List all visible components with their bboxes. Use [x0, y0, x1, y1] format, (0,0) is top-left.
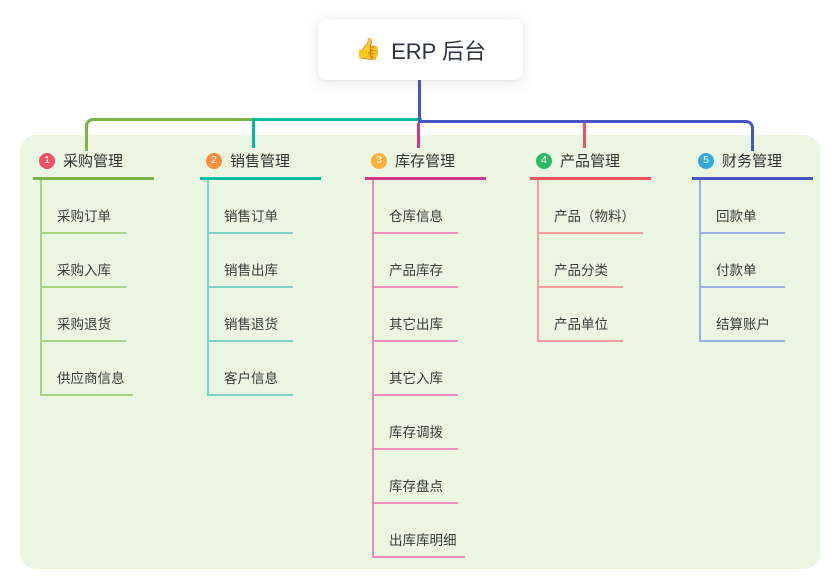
child-label: 供应商信息 — [57, 371, 125, 386]
child-node[interactable]: 库存调拨 — [372, 396, 458, 450]
branch-column: 2 销售管理销售订单销售出库销售退货客户信息 — [200, 148, 321, 396]
child-node[interactable]: 仓库信息 — [372, 180, 458, 234]
child-label: 付款单 — [716, 263, 757, 278]
child-label: 结算账户 — [716, 317, 770, 332]
branch-column: 1 采购管理采购订单采购入库采购退货供应商信息 — [33, 148, 154, 396]
branch-node[interactable]: 5 财务管理 — [692, 148, 813, 180]
branch-2-drop-line — [252, 121, 255, 148]
child-label: 销售出库 — [224, 263, 278, 278]
branch-children: 采购订单采购入库采购退货供应商信息 — [40, 180, 154, 396]
root-connector-line — [418, 79, 421, 123]
branch-children: 仓库信息产品库存其它出库其它入库库存调拨库存盘点出库库明细 — [372, 180, 486, 558]
child-node[interactable]: 采购订单 — [40, 180, 126, 234]
child-label: 库存调拨 — [389, 425, 443, 440]
branch-4-drop-line — [583, 123, 586, 148]
child-label: 出库库明细 — [389, 533, 457, 548]
branch-number-badge: 2 — [206, 152, 222, 169]
root-node[interactable]: 👍 ERP 后台 — [318, 19, 523, 80]
child-node[interactable]: 销售出库 — [207, 234, 293, 288]
child-node[interactable]: 销售订单 — [207, 180, 293, 234]
child-node[interactable]: 采购入库 — [40, 234, 126, 288]
child-trunk-line — [40, 180, 42, 396]
branch-label: 库存管理 — [395, 153, 456, 170]
child-label: 销售退货 — [224, 317, 278, 332]
branch-2-connector-line — [252, 118, 419, 121]
branch-children: 产品（物料） 产品分类产品单位 — [537, 180, 651, 342]
branch-3-drop-line — [417, 123, 420, 148]
child-trunk-line — [537, 180, 539, 342]
child-label: 产品（物料） — [554, 209, 635, 224]
child-label: 其它入库 — [389, 371, 443, 386]
child-node[interactable]: 产品库存 — [372, 234, 458, 288]
branch-node[interactable]: 3 库存管理 — [365, 148, 486, 180]
child-node[interactable]: 产品单位 — [537, 288, 623, 342]
child-label: 产品分类 — [554, 263, 608, 278]
branch-number-badge: 3 — [371, 152, 387, 169]
branch-label: 财务管理 — [722, 153, 783, 170]
child-label: 库存盘点 — [389, 479, 443, 494]
child-label: 产品库存 — [389, 263, 443, 278]
child-node[interactable]: 产品分类 — [537, 234, 623, 288]
child-label: 销售订单 — [224, 209, 278, 224]
branch-5-connector-line — [419, 120, 754, 151]
branch-column: 4 产品管理产品（物料） 产品分类产品单位 — [530, 148, 651, 342]
root-label: ERP 后台 — [391, 38, 487, 64]
child-label: 其它出库 — [389, 317, 443, 332]
child-node[interactable]: 产品（物料） — [537, 180, 643, 234]
thumbs-up-icon: 👍 — [354, 38, 382, 61]
child-node[interactable]: 其它出库 — [372, 288, 458, 342]
branch-number-badge: 4 — [536, 152, 552, 169]
branch-number-badge: 5 — [698, 152, 714, 169]
child-label: 客户信息 — [224, 371, 278, 386]
child-label: 仓库信息 — [389, 209, 443, 224]
child-label: 回款单 — [716, 209, 757, 224]
branch-node[interactable]: 4 产品管理 — [530, 148, 651, 180]
child-node[interactable]: 其它入库 — [372, 342, 458, 396]
branch-label: 产品管理 — [560, 153, 621, 170]
child-trunk-line — [372, 180, 374, 558]
branch-number-badge: 1 — [39, 152, 55, 169]
child-node[interactable]: 客户信息 — [207, 342, 293, 396]
branch-children: 回款单付款单结算账户 — [699, 180, 813, 342]
branch-column: 3 库存管理仓库信息产品库存其它出库其它入库库存调拨库存盘点出库库明细 — [365, 148, 486, 558]
branch-column: 5 财务管理回款单付款单结算账户 — [692, 148, 813, 342]
child-trunk-line — [207, 180, 209, 396]
child-node[interactable]: 供应商信息 — [40, 342, 133, 396]
branch-label: 销售管理 — [230, 153, 291, 170]
child-label: 产品单位 — [554, 317, 608, 332]
branch-node[interactable]: 1 采购管理 — [33, 148, 154, 180]
child-node[interactable]: 回款单 — [699, 180, 785, 234]
child-node[interactable]: 出库库明细 — [372, 504, 465, 558]
child-label: 采购订单 — [57, 209, 111, 224]
child-trunk-line — [699, 180, 701, 342]
child-label: 采购入库 — [57, 263, 111, 278]
child-node[interactable]: 结算账户 — [699, 288, 785, 342]
child-label: 采购退货 — [57, 317, 111, 332]
branch-node[interactable]: 2 销售管理 — [200, 148, 321, 180]
child-node[interactable]: 采购退货 — [40, 288, 126, 342]
branch-group-panel — [20, 135, 820, 569]
child-node[interactable]: 库存盘点 — [372, 450, 458, 504]
child-node[interactable]: 销售退货 — [207, 288, 293, 342]
branch-label: 采购管理 — [63, 153, 124, 170]
branch-children: 销售订单销售出库销售退货客户信息 — [207, 180, 321, 396]
child-node[interactable]: 付款单 — [699, 234, 785, 288]
